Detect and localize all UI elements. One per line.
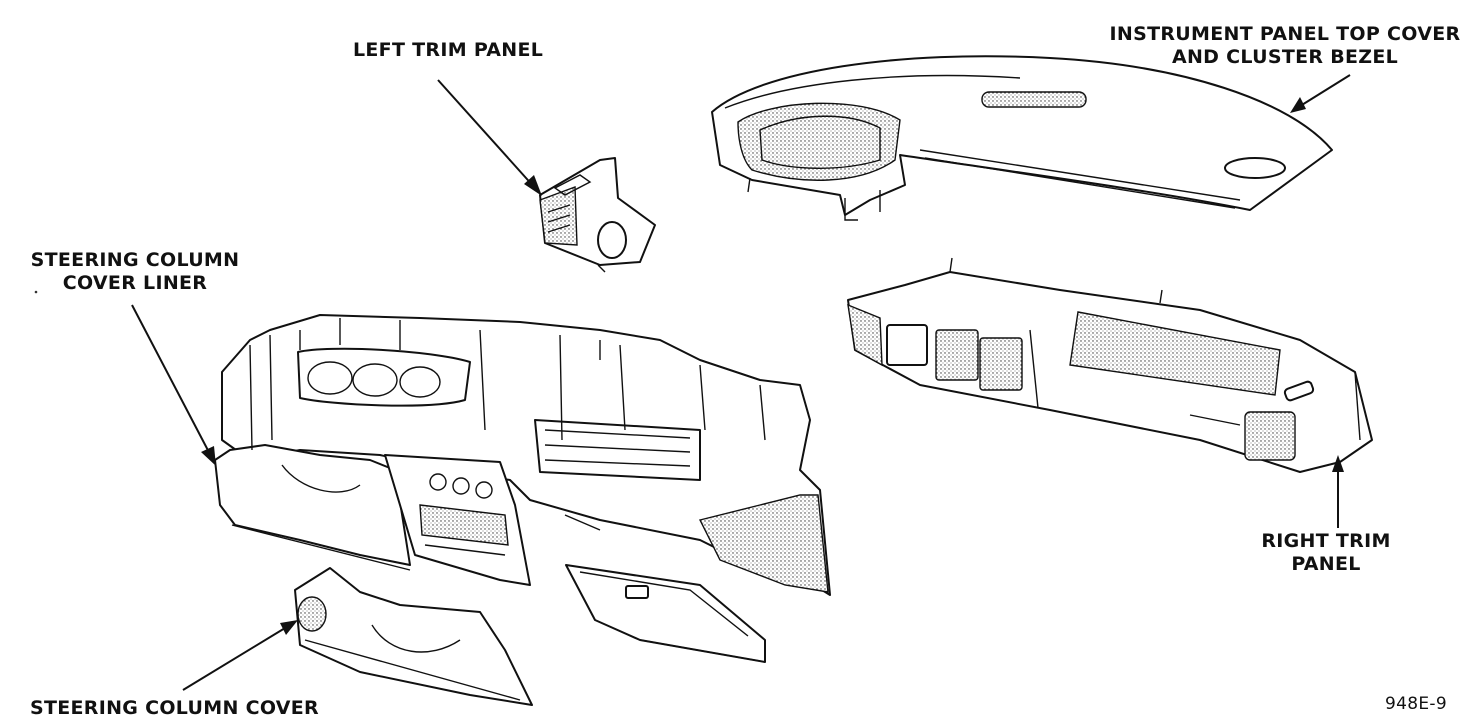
label-right-trim-line2: PANEL <box>1291 553 1361 575</box>
glove-box-door <box>565 564 766 663</box>
label-steering-column-cover: STEERING COLUMN COVER <box>30 697 319 719</box>
instrument-panel-base <box>214 314 831 596</box>
left-trim-panel <box>539 157 656 273</box>
label-top-cover-line2: AND CLUSTER BEZEL <box>1171 46 1399 68</box>
label-column-cover-liner: STEERING COLUMN COVER LINER <box>22 249 248 295</box>
label-top-cover: INSTRUMENT PANEL TOP COVER AND CLUSTER B… <box>1100 23 1470 69</box>
label-left-trim-panel: LEFT TRIM PANEL <box>353 39 544 61</box>
steering-column-cover <box>294 567 533 706</box>
figure-id: 948E-9 <box>1385 694 1447 714</box>
label-right-trim-line1: RIGHT TRIM <box>1261 530 1391 552</box>
label-column-cover-liner-line1: STEERING COLUMN <box>30 249 240 271</box>
label-column-cover-liner-line2: COVER LINER <box>62 272 208 294</box>
speck <box>34 290 38 294</box>
label-right-trim-panel: RIGHT TRIM PANEL <box>1254 530 1398 576</box>
instrument-panel-top-cover <box>711 55 1333 221</box>
label-top-cover-line1: INSTRUMENT PANEL TOP COVER <box>1109 23 1461 45</box>
leader-lines <box>131 74 1351 691</box>
right-trim-panel <box>847 257 1373 473</box>
